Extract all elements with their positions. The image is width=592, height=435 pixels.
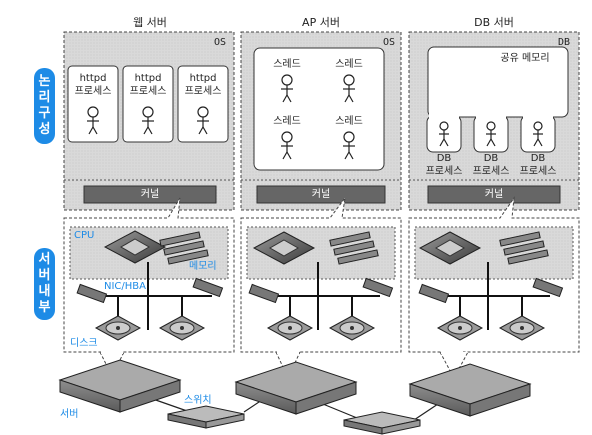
- server-label: 서버: [60, 409, 79, 420]
- db-os-label: DB: [558, 37, 571, 48]
- person-icons: [87, 74, 543, 160]
- db-kernel-bar: [427, 185, 561, 204]
- nic-hba-label: NIC/HBA: [104, 281, 147, 292]
- db-kernel-label: 커널: [484, 189, 504, 200]
- ap-server-title: AP 서버: [302, 16, 340, 29]
- cpu-label: CPU: [74, 230, 95, 241]
- logical-config-label: 논리 구성: [34, 68, 55, 144]
- web-server-title: 웹 서버: [133, 16, 167, 29]
- web-os-label: OS: [214, 37, 227, 48]
- bus-lines: [96, 262, 550, 330]
- thread-label-3: 스레드: [273, 116, 301, 127]
- web-kernel-label: 커널: [140, 189, 160, 200]
- switch-label: 스위치: [184, 395, 212, 406]
- thread-label-4: 스레드: [335, 116, 363, 127]
- rack-servers: [58, 359, 532, 417]
- network-switches: [167, 405, 421, 435]
- disk-label: 디스크: [70, 338, 98, 349]
- disk-drives: [94, 315, 546, 341]
- ap-os-label: OS: [383, 37, 396, 48]
- ap-kernel-bar: [256, 185, 386, 204]
- memory-label: 메모리: [189, 261, 217, 272]
- nic-cards: [76, 277, 564, 304]
- db-server-title: DB 서버: [474, 16, 514, 29]
- memory-modules: [159, 231, 549, 265]
- thread-label-2: 스레드: [335, 59, 363, 70]
- server-internal-label: 서버 내부: [34, 248, 55, 320]
- shared-memory-label: 공유 메모리: [500, 53, 550, 64]
- ap-kernel-label: 커널: [311, 189, 331, 200]
- web-kernel-bar: [83, 185, 217, 204]
- thread-label-1: 스레드: [273, 59, 301, 70]
- cpu-chips: [103, 230, 482, 265]
